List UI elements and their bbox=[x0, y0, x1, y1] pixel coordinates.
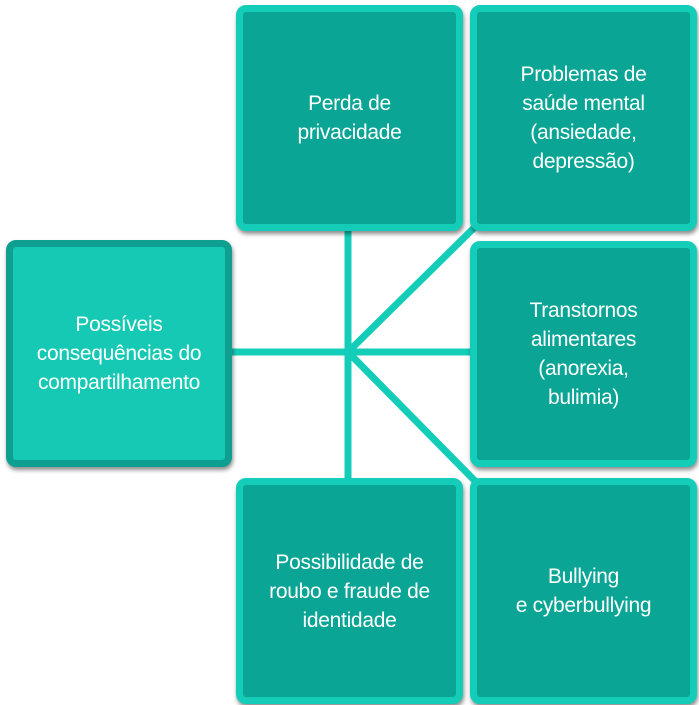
node-identity-theft: Possibilidade de roubo e fraude de ident… bbox=[236, 478, 463, 704]
node-label: Bullying e cyberbullying bbox=[515, 565, 652, 617]
node-label: Possibilidade de roubo e fraude de ident… bbox=[269, 550, 430, 632]
node-label: Perda de privacidade bbox=[297, 92, 402, 144]
node-label: Transtornos alimentares (anorexia, bulim… bbox=[529, 299, 638, 409]
connector-bullying bbox=[345, 349, 481, 487]
center-node-label: Possíveis consequências do compartilhame… bbox=[36, 313, 202, 394]
node-bullying: Bullying e cyberbullying bbox=[470, 478, 697, 704]
node-label: Problemas de saúde mental (ansiedade, de… bbox=[520, 63, 647, 173]
node-eating-disorders: Transtornos alimentares (anorexia, bulim… bbox=[470, 241, 697, 467]
center-node: Possíveis consequências do compartilhame… bbox=[6, 240, 232, 467]
node-loss-of-privacy: Perda de privacidade bbox=[236, 5, 463, 231]
node-mental-health-problems: Problemas de saúde mental (ansiedade, de… bbox=[470, 5, 697, 231]
connector-mental-health bbox=[345, 221, 481, 355]
